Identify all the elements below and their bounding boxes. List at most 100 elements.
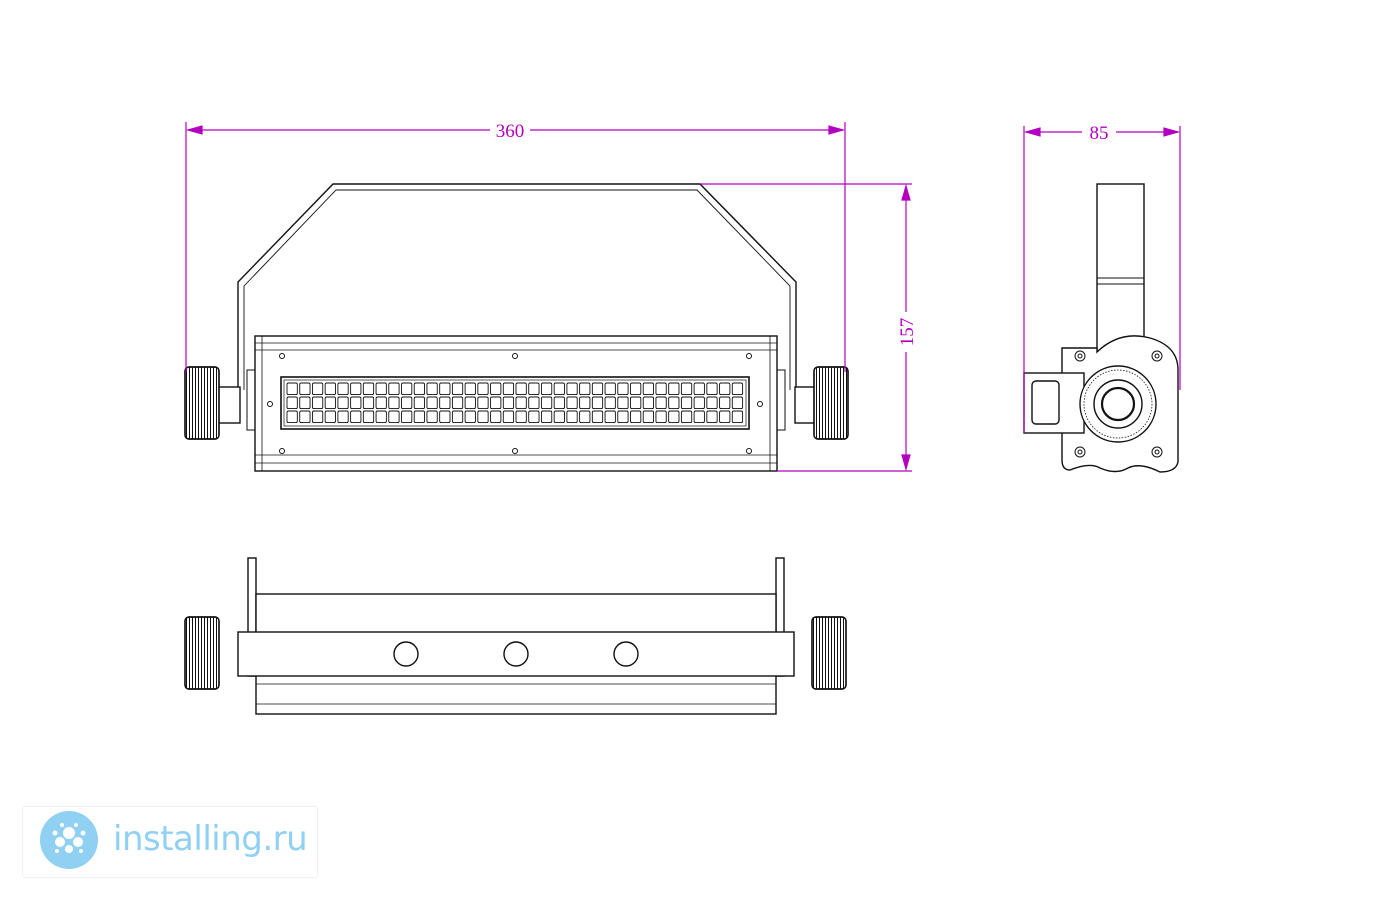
- front-view: [184, 183, 849, 472]
- port-holes: [393, 641, 639, 667]
- led-cell: [426, 382, 438, 396]
- led-cell: [350, 396, 362, 410]
- led-cell: [490, 382, 502, 396]
- led-cell: [502, 396, 515, 410]
- led-cell: [477, 410, 489, 424]
- led-cell: [579, 410, 591, 424]
- led-window: [280, 376, 750, 430]
- bottom-right-knob: [811, 616, 847, 690]
- led-cell: [464, 396, 476, 410]
- led-cell: [451, 396, 464, 410]
- yoke-bracket: [237, 183, 797, 390]
- led-cell: [350, 410, 362, 424]
- led-cell: [719, 410, 731, 424]
- watermark: installing.ru: [22, 806, 318, 878]
- led-cell: [693, 382, 705, 396]
- led-cell: [477, 382, 489, 396]
- led-cell: [324, 410, 336, 424]
- led-cell: [362, 410, 375, 424]
- yoke-bracket-inner: [243, 189, 791, 390]
- led-cell: [311, 382, 324, 396]
- led-cell: [413, 410, 425, 424]
- led-cell: [502, 410, 515, 424]
- led-cell: [604, 382, 616, 396]
- led-cell: [642, 396, 654, 410]
- led-cell: [604, 410, 616, 424]
- led-cell: [719, 396, 731, 410]
- led-cell: [439, 410, 451, 424]
- led-cell: [706, 410, 718, 424]
- led-cell: [579, 396, 591, 410]
- front-screws: [267, 353, 763, 454]
- led-cell: [604, 396, 616, 410]
- led-cell: [490, 410, 502, 424]
- led-cell: [401, 410, 413, 424]
- led-cell: [350, 382, 362, 396]
- led-cell: [413, 396, 425, 410]
- side-knob-inner: [1100, 386, 1136, 422]
- led-cell: [731, 382, 744, 396]
- led-cell: [540, 396, 553, 410]
- led-cell: [286, 382, 298, 396]
- led-cell: [337, 382, 349, 396]
- bottom-left-knob: [184, 616, 220, 690]
- led-cell: [426, 396, 438, 410]
- led-cell: [401, 396, 413, 410]
- led-cell: [553, 410, 565, 424]
- led-cell: [630, 410, 642, 424]
- watermark-text: installing.ru: [113, 819, 308, 859]
- led-cell: [566, 396, 578, 410]
- led-cell: [630, 382, 642, 396]
- dimension-width-label: 360: [496, 121, 525, 142]
- led-cell: [540, 410, 553, 424]
- port-hole: [503, 641, 529, 667]
- led-cell: [693, 410, 705, 424]
- led-cell: [655, 410, 667, 424]
- led-cell: [286, 410, 298, 424]
- led-cell: [299, 396, 311, 410]
- led-cell: [553, 396, 565, 410]
- led-cell: [299, 410, 311, 424]
- left-knob: [184, 366, 241, 440]
- led-cell: [719, 382, 731, 396]
- led-cell: [706, 396, 718, 410]
- right-knob: [794, 366, 849, 440]
- led-cell: [413, 382, 425, 396]
- led-cell: [311, 396, 324, 410]
- led-cell: [362, 382, 375, 396]
- led-cell: [439, 382, 451, 396]
- snowflake-cluster-icon: [40, 811, 98, 869]
- led-cell: [375, 410, 387, 424]
- led-cell: [642, 382, 654, 396]
- led-cell: [540, 382, 553, 396]
- led-cell: [515, 382, 527, 396]
- led-cell: [451, 410, 464, 424]
- side-view: [1023, 183, 1179, 473]
- led-cell: [311, 410, 324, 424]
- bottom-view: [184, 557, 847, 715]
- led-cell: [693, 396, 705, 410]
- led-cell: [337, 396, 349, 410]
- led-cell: [655, 396, 667, 410]
- led-cell: [375, 396, 387, 410]
- led-cell: [401, 382, 413, 396]
- led-cell: [668, 410, 680, 424]
- led-cell: [668, 396, 680, 410]
- led-cell: [515, 410, 527, 424]
- led-cell: [477, 396, 489, 410]
- led-cell: [566, 382, 578, 396]
- led-cell: [617, 396, 629, 410]
- port-hole: [613, 641, 639, 667]
- led-cell: [464, 382, 476, 396]
- led-cell: [451, 382, 464, 396]
- led-cell: [375, 382, 387, 396]
- led-cell: [388, 410, 400, 424]
- led-cell: [617, 410, 629, 424]
- led-cell: [286, 396, 298, 410]
- led-cell: [337, 410, 349, 424]
- led-cell: [388, 396, 400, 410]
- led-cell: [731, 410, 744, 424]
- side-knob-outer: [1079, 365, 1157, 443]
- led-cell: [680, 410, 693, 424]
